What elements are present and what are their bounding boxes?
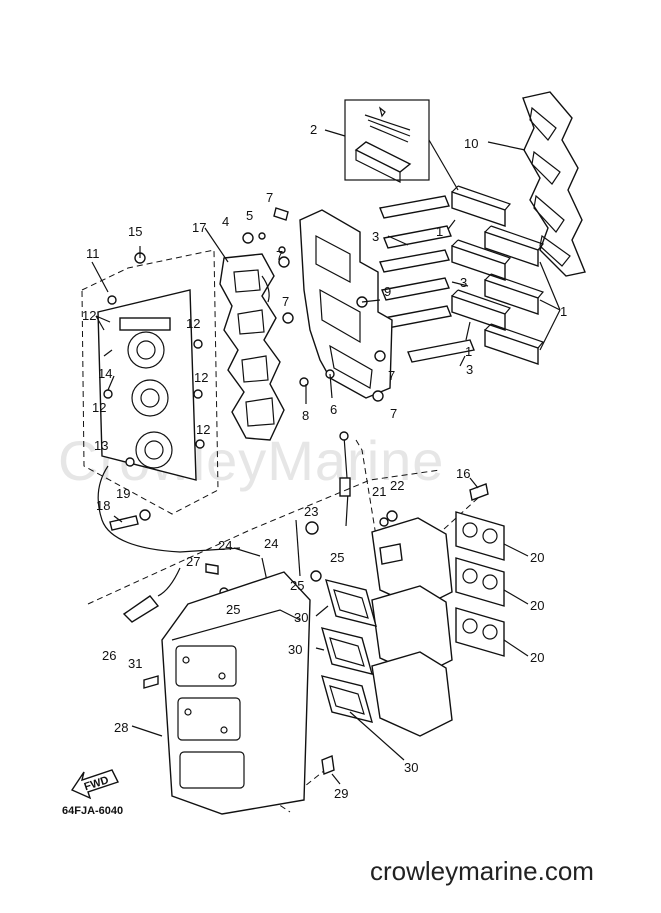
callout-2: 2 [310,122,317,137]
reed-valve-inset [324,99,459,191]
callout-1: 1 [560,304,567,319]
callout-10: 10 [464,136,478,151]
callout-12: 12 [82,308,96,323]
callout-20: 20 [530,598,544,613]
callout-15: 15 [128,224,142,239]
gasket-10 [487,91,586,277]
gaskets-30 [315,579,405,761]
callout-30: 30 [294,610,308,625]
callout-7: 7 [390,406,397,421]
callout-22: 22 [390,478,404,493]
gasket-17 [204,227,285,441]
callout-31: 31 [128,656,142,671]
pin-29 [321,755,341,785]
callout-25: 25 [226,602,240,617]
callout-11: 11 [86,246,100,261]
website-label: crowleymarine.com [370,856,594,886]
callout-27: 27 [186,554,200,569]
callout-19: 19 [116,486,130,501]
callout-4: 4 [222,214,229,229]
fasteners [242,207,386,404]
silencer-cover [131,571,311,815]
callout-labels: 1 1 1 2 3 3 3 4 5 6 7 7 7 7 7 8 9 10 11 … [82,122,567,801]
callout-1: 1 [436,224,443,239]
callout-23: 23 [304,504,318,519]
reed-plates [379,195,475,367]
callout-30: 30 [288,642,302,657]
callout-26: 26 [102,648,116,663]
reed-valve-plate [299,209,393,399]
callout-6: 6 [330,402,337,417]
callout-21: 21 [372,484,386,499]
callout-3: 3 [460,275,467,290]
callout-3: 3 [372,229,379,244]
callout-14: 14 [98,366,112,381]
callout-16: 16 [456,466,470,481]
reed-valve-blocks [442,185,561,365]
callout-28: 28 [114,720,128,735]
diagram-code: 64FJA-6040 [62,805,123,817]
callout-7: 7 [282,294,289,309]
throttle-bodies [371,510,453,737]
intake-manifold-left [81,246,241,553]
callout-30: 30 [404,760,418,775]
callout-25: 25 [330,550,344,565]
callout-7: 7 [388,368,395,383]
callout-12: 12 [92,400,106,415]
bolt-18 [113,515,123,523]
callout-24: 24 [218,538,232,553]
callout-8: 8 [302,408,309,423]
callout-29: 29 [334,786,348,801]
callout-3: 3 [466,362,473,377]
gaskets-20 [455,511,529,657]
callout-7: 7 [266,190,273,205]
bolt-16 [469,477,489,501]
callout-12: 12 [186,316,200,331]
callout-18: 18 [96,498,110,513]
callout-13: 13 [94,438,108,453]
callout-5: 5 [246,208,253,223]
callout-20: 20 [530,650,544,665]
callout-12: 12 [196,422,210,437]
callout-9: 9 [384,284,391,299]
callout-24: 24 [264,536,278,551]
svg-text:FWD: FWD [83,774,111,793]
callout-20: 20 [530,550,544,565]
fwd-arrow: FWD [70,769,119,800]
callout-17: 17 [192,220,206,235]
callout-25: 25 [290,578,304,593]
callout-1: 1 [465,344,472,359]
callout-7: 7 [276,248,283,263]
callout-12: 12 [194,370,208,385]
